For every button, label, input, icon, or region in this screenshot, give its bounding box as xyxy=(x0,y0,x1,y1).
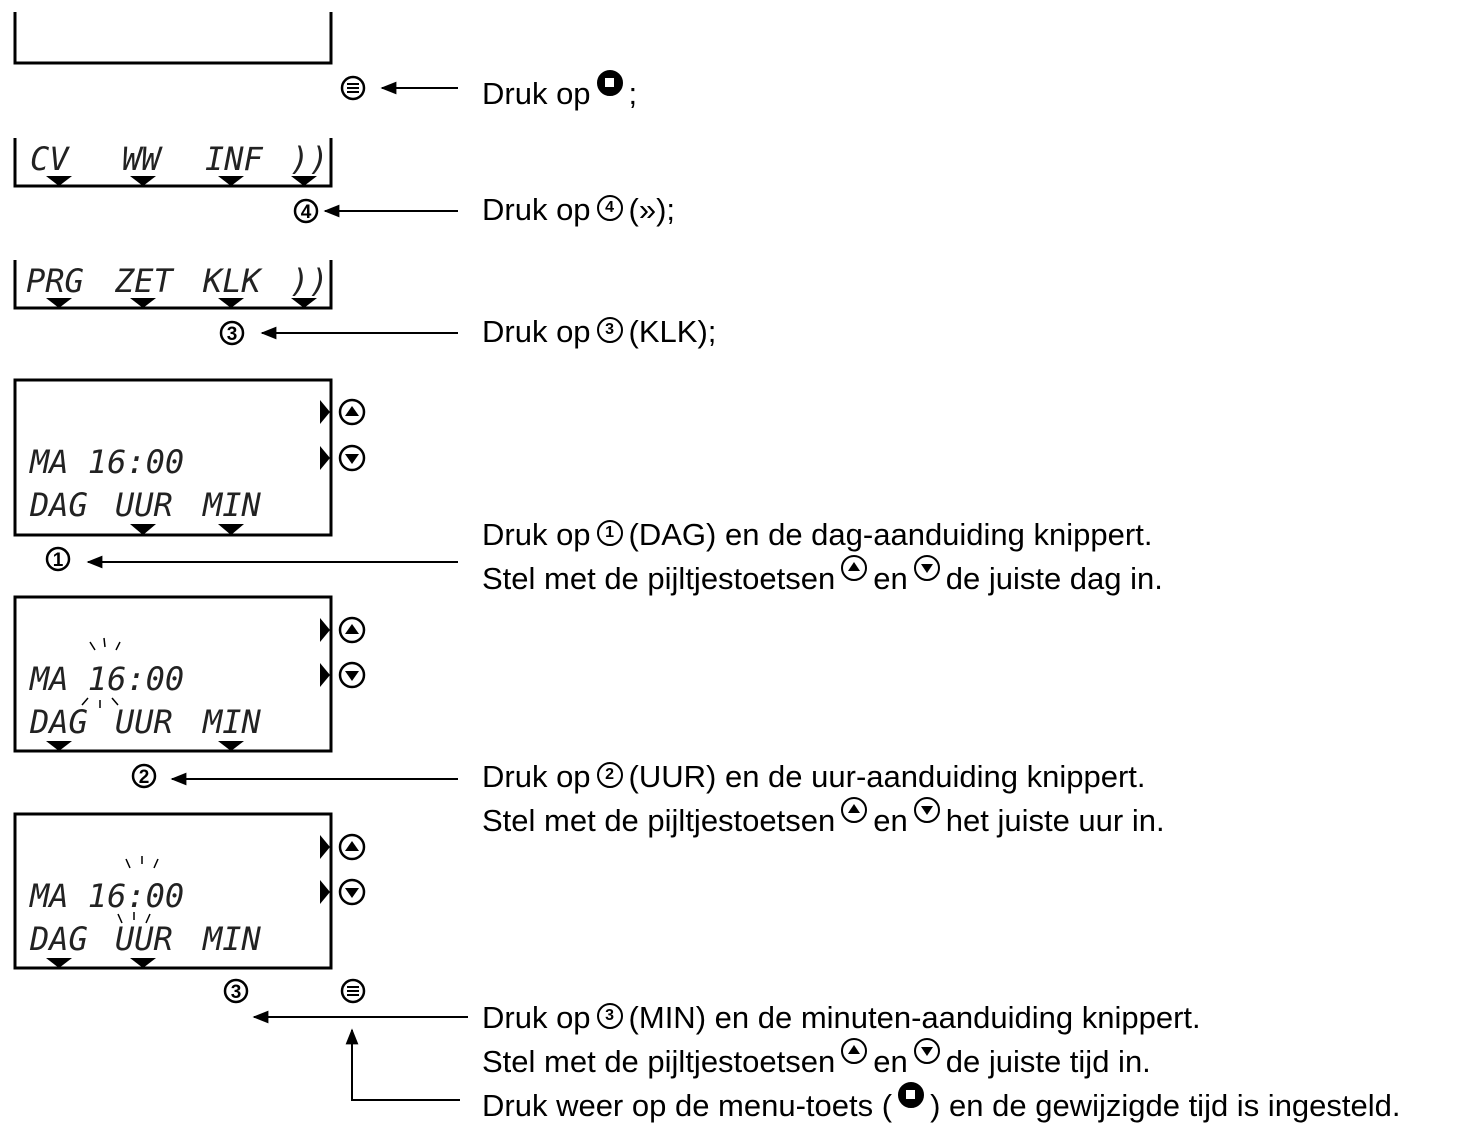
screen6-label-2: UUR xyxy=(115,920,173,958)
key-1-icon[interactable]: 1 xyxy=(45,546,71,572)
screen5-label-2: UUR xyxy=(115,703,173,741)
screen4-label-3: MIN xyxy=(202,486,262,524)
softkey-marker xyxy=(218,524,244,535)
screen2-label-1: CV xyxy=(30,140,70,178)
menu-key-icon[interactable] xyxy=(340,75,366,101)
screen6-label-1: DAG xyxy=(29,920,88,958)
key-2-icon[interactable]: 2 xyxy=(131,763,157,789)
side-marker xyxy=(320,446,330,470)
key-3-number: 3 xyxy=(231,982,242,1003)
down-key-icon xyxy=(913,1038,940,1064)
down-key-icon[interactable] xyxy=(338,444,366,472)
key-4-icon[interactable]: 4 xyxy=(293,198,319,224)
softkey-marker xyxy=(130,298,156,308)
screen4-label-1: DAG xyxy=(29,486,88,524)
side-marker xyxy=(320,663,330,687)
softkey-marker xyxy=(130,524,156,535)
key-3-icon: 3 xyxy=(596,1003,623,1029)
key-4-number: 4 xyxy=(301,202,312,223)
softkey-marker xyxy=(46,741,72,751)
down-key-icon[interactable] xyxy=(338,661,366,689)
display-screen-6: MA 16:00 DAG UUR MIN xyxy=(13,812,333,970)
key-3-icon: 3 xyxy=(596,317,623,343)
up-key-icon[interactable] xyxy=(338,833,366,861)
screen2-label-3: INF xyxy=(205,140,264,178)
key-1-icon: 1 xyxy=(596,520,623,546)
down-key-icon xyxy=(913,555,940,581)
softkey-marker xyxy=(46,958,72,968)
arrow-step-7 xyxy=(345,1028,460,1101)
blink-marks xyxy=(81,637,121,708)
down-key-icon[interactable] xyxy=(338,878,366,906)
display-screen-4: MA 16:00 DAG UUR MIN xyxy=(13,378,333,537)
key-2-icon: 2 xyxy=(596,762,623,788)
softkey-marker xyxy=(218,741,244,751)
screen6-label-3: MIN xyxy=(202,920,262,958)
screen5-label-3: MIN xyxy=(202,703,262,741)
screen4-label-2: UUR xyxy=(115,486,173,524)
menu-key-icon xyxy=(898,1082,925,1108)
menu-key-icon[interactable] xyxy=(340,978,366,1004)
screen2-label-4: )) xyxy=(290,140,329,178)
key-3-icon[interactable]: 3 xyxy=(223,978,249,1004)
display-screen-3: PRG ZET KLK )) xyxy=(13,260,333,310)
up-key-icon[interactable] xyxy=(338,398,366,426)
up-key-icon[interactable] xyxy=(338,616,366,644)
screen4-time: MA 16:00 xyxy=(29,443,184,481)
softkey-marker xyxy=(46,298,72,308)
up-key-icon xyxy=(841,1038,868,1064)
display-screen-2: CV WW INF )) xyxy=(13,138,333,188)
key-3-number: 3 xyxy=(227,324,238,345)
side-marker xyxy=(320,880,330,904)
screen3-label-3: KLK xyxy=(202,262,264,300)
screen3-label-1: PRG xyxy=(26,262,84,300)
side-marker xyxy=(320,835,330,859)
softkey-marker xyxy=(130,176,156,186)
screen5-label-1: DAG xyxy=(29,703,88,741)
softkey-marker xyxy=(218,176,244,186)
softkey-marker xyxy=(291,298,317,308)
display-screen-5: MA 16:00 DAG UUR MIN xyxy=(13,595,333,753)
softkey-marker xyxy=(218,298,244,308)
key-1-number: 1 xyxy=(53,550,64,571)
key-2-number: 2 xyxy=(139,767,150,788)
down-key-icon xyxy=(913,797,940,823)
screen6-time: MA 16:00 xyxy=(29,877,184,915)
menu-key-icon xyxy=(596,70,623,96)
softkey-marker xyxy=(130,958,156,968)
softkey-marker xyxy=(46,176,72,186)
key-3-icon[interactable]: 3 xyxy=(219,320,245,346)
step-1-text: Druk op; xyxy=(482,70,637,114)
key-4-icon: 4 xyxy=(596,195,623,221)
screen5-time: MA 16:00 xyxy=(29,660,184,698)
display-screen-1 xyxy=(13,12,333,65)
screen3-label-2: ZET xyxy=(114,262,175,300)
side-marker xyxy=(320,618,330,642)
side-marker xyxy=(320,400,330,424)
blink-marks xyxy=(117,856,159,924)
softkey-marker xyxy=(291,176,317,186)
screen2-label-2: WW xyxy=(122,140,163,178)
up-key-icon xyxy=(841,797,868,823)
screen3-label-4: )) xyxy=(290,262,329,300)
up-key-icon xyxy=(841,555,868,581)
